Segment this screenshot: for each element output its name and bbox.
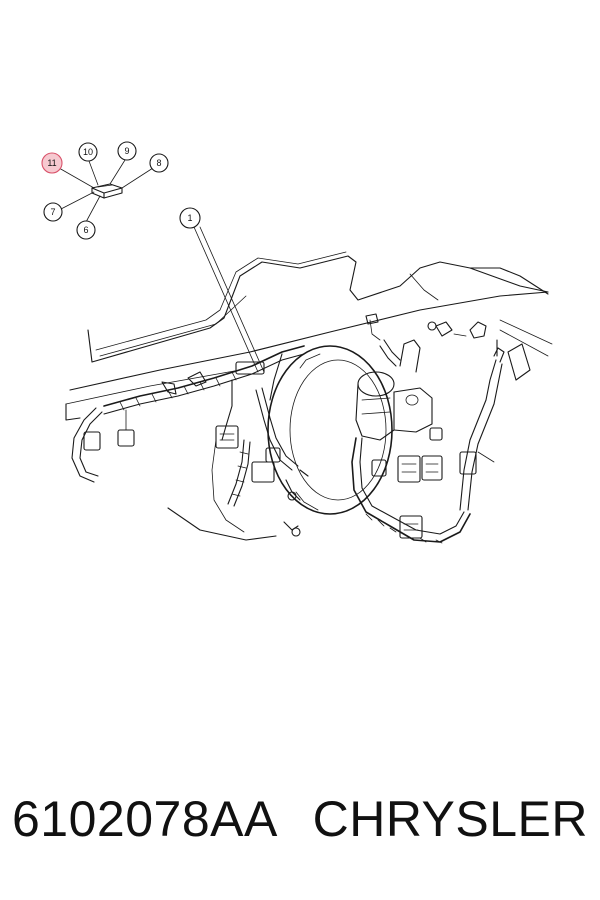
- callout-9[interactable]: 9: [117, 141, 137, 161]
- inset-detail: [58, 159, 154, 223]
- callout-10[interactable]: 10: [78, 142, 98, 162]
- footer: 6102078AA CHRYSLER: [0, 790, 600, 870]
- callout-9-label: 9: [124, 146, 129, 156]
- brand-name: CHRYSLER: [312, 791, 588, 847]
- callout-10-label: 10: [83, 147, 93, 157]
- callout-11-label: 11: [47, 158, 56, 168]
- part-number: 6102078AA: [12, 791, 278, 847]
- callout-7-label: 7: [50, 207, 55, 217]
- callout-1-label: 1: [187, 213, 192, 223]
- callout-6[interactable]: 6: [76, 220, 96, 240]
- callout-11[interactable]: 11: [41, 152, 63, 174]
- callout-8[interactable]: 8: [149, 153, 169, 173]
- callout-7[interactable]: 7: [43, 202, 63, 222]
- callout-1[interactable]: 1: [179, 207, 265, 373]
- engine-compartment: [65, 251, 553, 544]
- callout-6-label: 6: [83, 225, 88, 235]
- callout-8-label: 8: [156, 158, 161, 168]
